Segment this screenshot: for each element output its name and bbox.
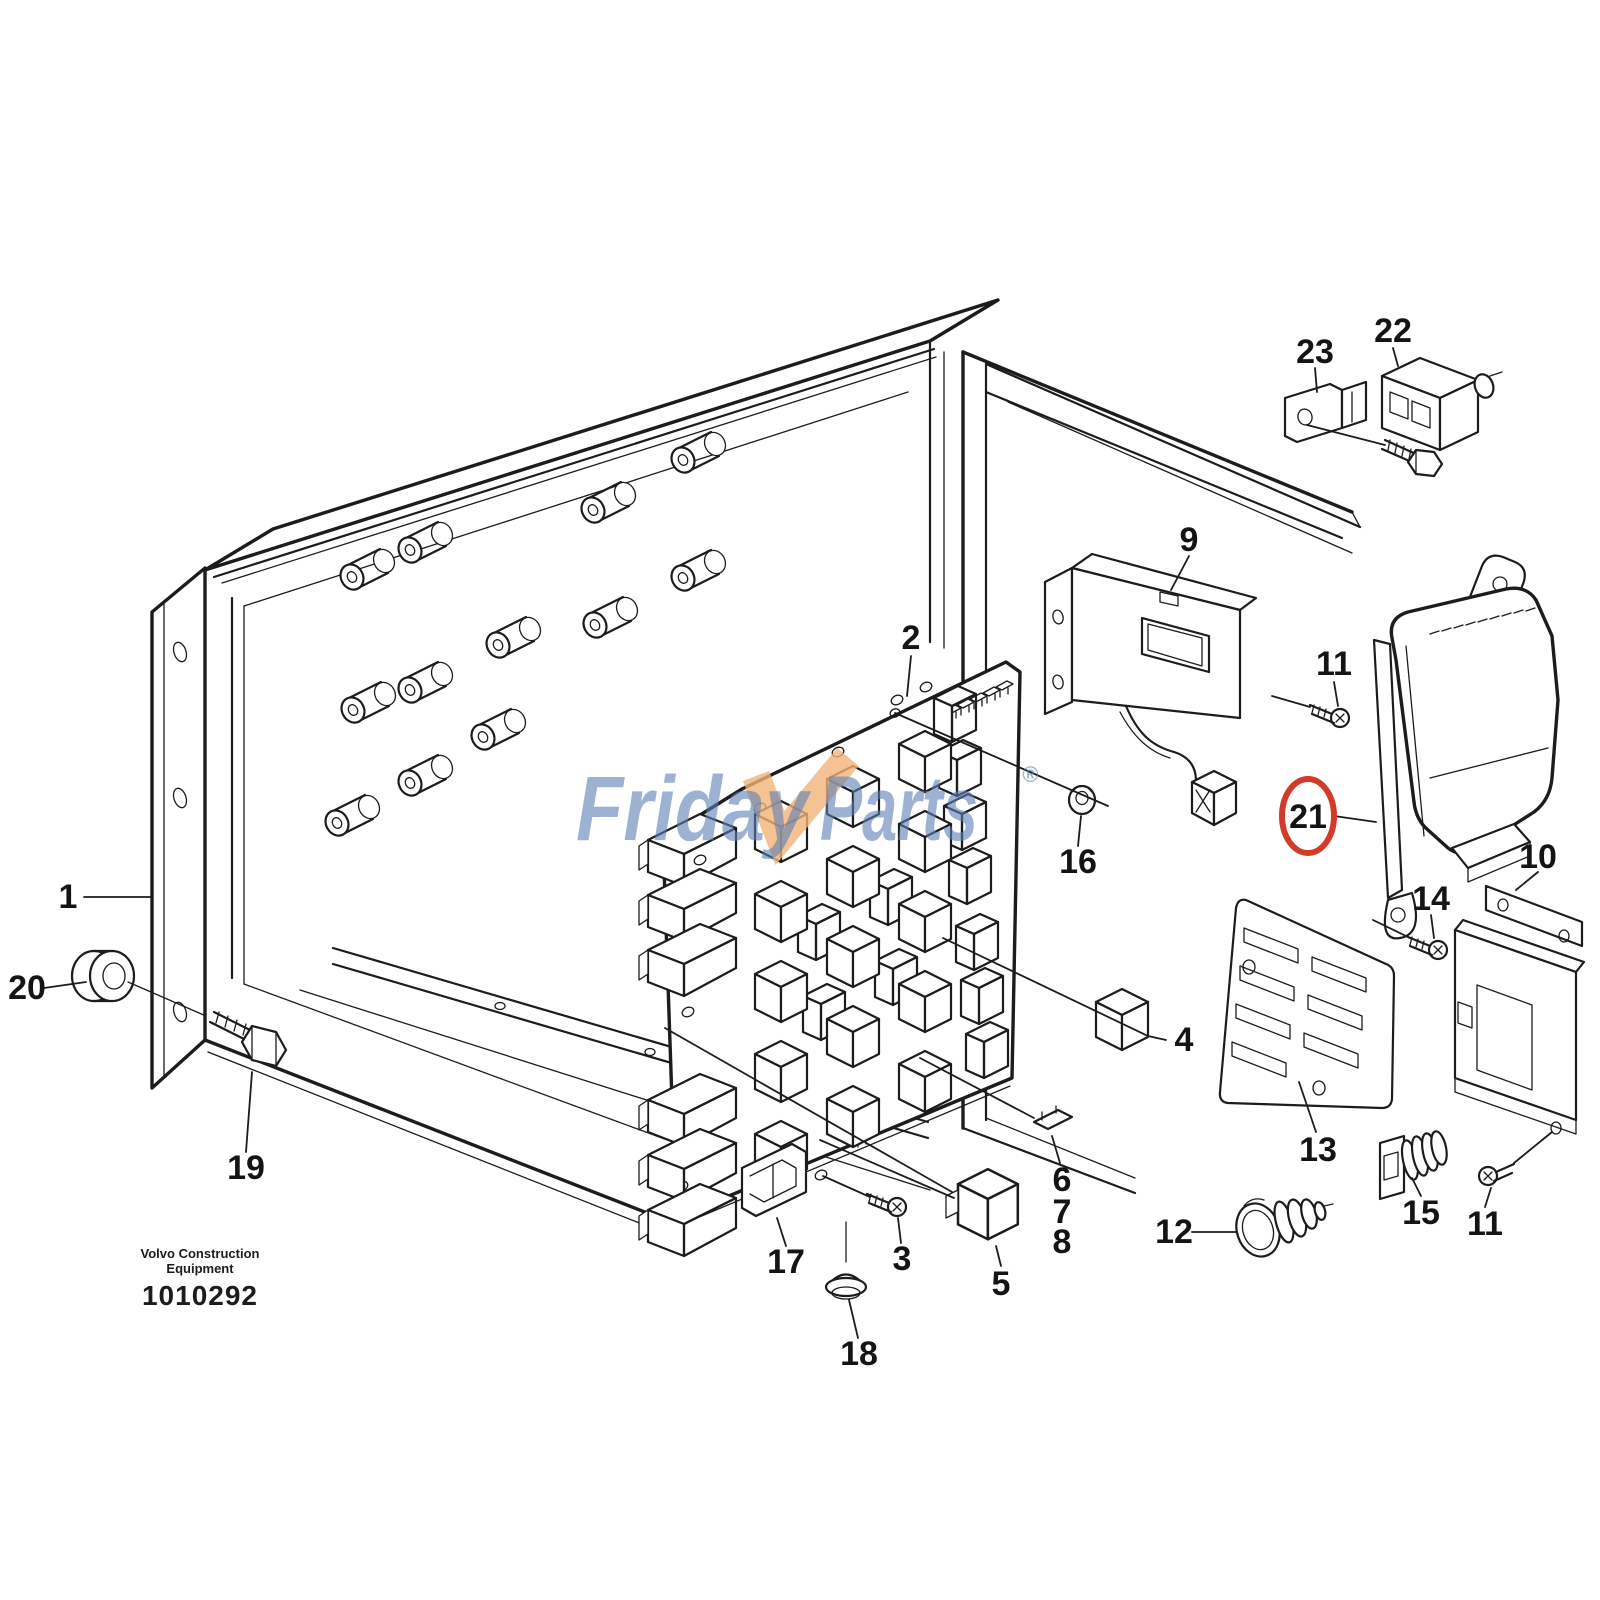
callout-15: 15 (1402, 1194, 1440, 1232)
callout-16: 16 (1059, 843, 1097, 881)
callout-7: 7 (1053, 1193, 1072, 1231)
ecu-module-21 (1372, 554, 1560, 940)
relay-4 (1094, 987, 1150, 1052)
display-module-9 (1043, 552, 1258, 827)
callout-21: 21 (1289, 798, 1327, 836)
relay-box-10 (1453, 884, 1586, 1135)
footer-document-number: 1010292 (141, 1280, 258, 1311)
connector-22 (1380, 356, 1503, 452)
plug-18 (824, 1221, 868, 1300)
callout-10: 10 (1519, 838, 1557, 876)
screw-3 (822, 1175, 908, 1218)
cabinet-box (150, 298, 1000, 1229)
callout-6: 6 (1053, 1161, 1072, 1199)
callout-14: 14 (1412, 880, 1450, 918)
callout-1: 1 (59, 878, 78, 916)
callout-21-highlight: 21 (1279, 776, 1337, 856)
fuse-6 (1032, 1105, 1074, 1131)
watermark-registered-icon: ® (1022, 762, 1039, 787)
watermark-check-icon (742, 747, 859, 866)
bolt-23 (1380, 438, 1444, 478)
footer-company-line2: Equipment (166, 1261, 234, 1276)
screw-11a (1271, 695, 1351, 729)
callout-17: 17 (767, 1243, 805, 1281)
spacer-20 (70, 949, 207, 1017)
callout-18: 18 (840, 1335, 878, 1373)
callout-22: 22 (1374, 312, 1412, 350)
socket-15 (1378, 1130, 1448, 1201)
connector-17 (740, 1142, 808, 1218)
highlight-ellipse (1279, 776, 1337, 856)
callout-19: 19 (227, 1149, 265, 1187)
socket-12 (1235, 1198, 1334, 1258)
callout-4: 4 (1175, 1021, 1194, 1059)
footer-company-line1: Volvo Construction (140, 1246, 260, 1261)
watermark-text-right: Parts (820, 758, 978, 860)
bolt-19 (208, 1010, 288, 1068)
callout-5: 5 (992, 1265, 1011, 1303)
leader-lines (43, 347, 1539, 1339)
callout-11b: 11 (1467, 1205, 1503, 1243)
callouts: 1 2 3 4 5 6 7 8 9 10 11 11 12 13 14 15 1… (8, 312, 1557, 1373)
callout-13: 13 (1299, 1131, 1337, 1169)
relay-5 (945, 1167, 1020, 1241)
watermark-text-left: Friday (576, 758, 811, 860)
mounting-flange (150, 566, 207, 1090)
watermark: Friday Parts ® (576, 747, 1039, 866)
callout-9: 9 (1180, 521, 1199, 559)
fuse-relay-panel (637, 660, 1022, 1258)
switch-panel-13 (1218, 898, 1396, 1110)
screw-14 (1372, 919, 1449, 961)
callout-11a: 11 (1316, 645, 1352, 683)
callout-20: 20 (8, 969, 46, 1007)
cable-connector (1190, 769, 1238, 827)
callout-23: 23 (1296, 333, 1334, 371)
footer-id-block: Volvo Construction Equipment 1010292 (95, 1246, 305, 1312)
screw-11b (1477, 1131, 1553, 1187)
bracket-23 (1283, 380, 1444, 478)
callout-2: 2 (902, 619, 921, 657)
callout-3: 3 (893, 1240, 912, 1278)
callout-12: 12 (1155, 1213, 1193, 1251)
callout-8: 8 (1053, 1223, 1072, 1261)
